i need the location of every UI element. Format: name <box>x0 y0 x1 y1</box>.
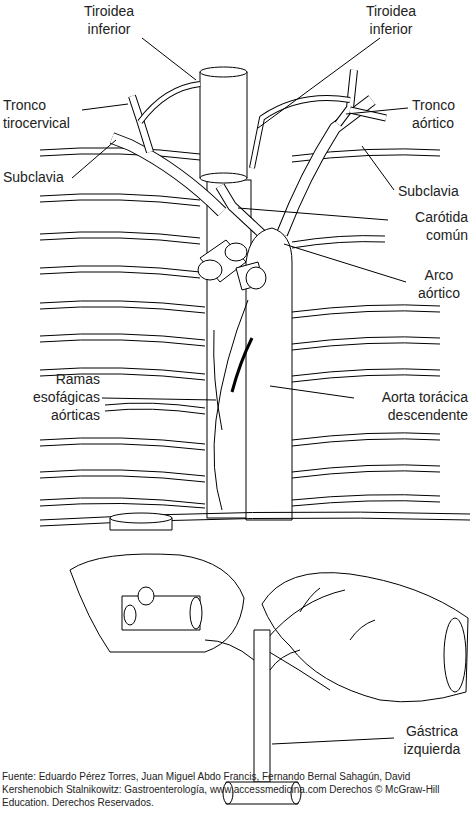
source-caption: Fuente: Eduardo Pérez Torres, Juan Migue… <box>2 770 468 809</box>
part-label: Subclavia <box>3 168 75 186</box>
esophageal-branch <box>232 338 252 392</box>
part-label: Ramas esofágicas aórticas <box>2 370 100 424</box>
part-label: Carótida común <box>390 208 468 244</box>
rib <box>40 148 205 508</box>
esophagus <box>200 67 251 518</box>
celiac-trunk <box>122 587 202 630</box>
liver-outline <box>70 554 244 652</box>
rib <box>292 149 440 506</box>
part-label: Aorta torácica descendente <box>356 388 468 424</box>
cut-vessel <box>110 513 172 530</box>
vessel <box>112 70 386 234</box>
part-label: Gástrica izquierda <box>394 722 470 758</box>
part-label: Tiroidea inferior <box>350 2 432 38</box>
part-label: Tronco aórtico <box>412 96 470 132</box>
esophageal-branch <box>214 300 248 510</box>
gastric-branch <box>266 588 375 690</box>
part-label: Tiroidea inferior <box>68 2 150 38</box>
leader-line <box>72 38 408 744</box>
part-label: Tronco tirocervical <box>3 96 83 132</box>
stomach <box>262 573 468 702</box>
cut-vessel <box>198 240 266 290</box>
part-label: Arco aórtico <box>408 266 470 302</box>
diaphragm <box>40 512 470 526</box>
aorta <box>246 228 292 520</box>
esophageal-branch <box>214 330 222 430</box>
part-label: Subclavia <box>398 182 468 200</box>
stomach-cut <box>444 618 466 692</box>
